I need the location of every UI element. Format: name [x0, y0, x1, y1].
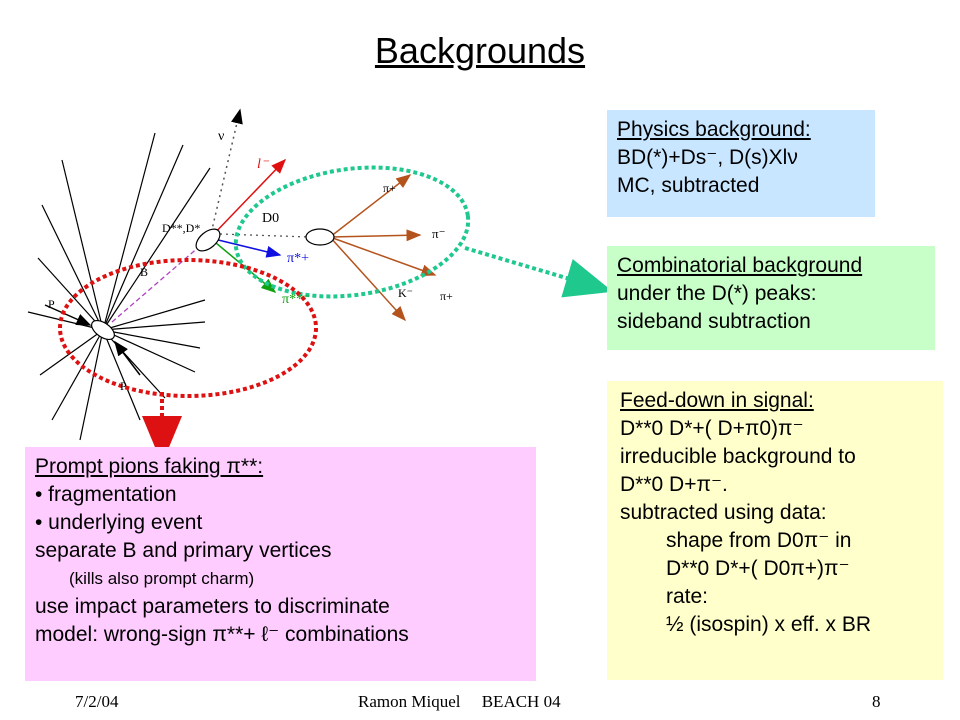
physics-line1: BD(*)+Ds⁻, D(s)Xlν — [617, 146, 798, 169]
combinatorial-background-box: Combinatorial background under the D(*) … — [607, 246, 935, 350]
label-pi-plus-top: π+ — [383, 181, 396, 195]
prompt-item2: • underlying event — [35, 511, 203, 534]
page-number: 8 — [872, 692, 881, 711]
feed-line4: subtracted using data: — [620, 501, 827, 524]
label-pi-minus: π⁻ — [432, 226, 445, 241]
combi-line2: sideband subtraction — [617, 310, 811, 333]
label-pi-plus-low: π+ — [440, 289, 453, 303]
prompt-pions-box: Prompt pions faking π**: • fragmentation… — [25, 447, 536, 681]
label-p-bot: P — [120, 379, 127, 393]
label-d0: D0 — [262, 211, 279, 226]
prompt-item3-note: (kills also prompt charm) — [69, 569, 255, 588]
prompt-item5: model: wrong-sign π**+ ℓ⁻ combinations — [35, 623, 409, 646]
label-k-minus: K⁻ — [398, 286, 413, 300]
label-p-top: P — [48, 297, 55, 311]
combi-line1: under the D(*) peaks: — [617, 282, 817, 305]
prompt-item4: use impact parameters to discriminate — [35, 595, 390, 618]
feed-line8: ½ (isospin) x eff. x BR — [666, 613, 872, 636]
slide-title: Backgrounds — [374, 30, 586, 71]
feed-line1: D**0 D*+( D+π0)π⁻ — [620, 417, 804, 440]
primary-vertex — [91, 319, 115, 341]
combinatorial-highlight-ellipse — [233, 165, 471, 299]
feed-line7: rate: — [666, 585, 709, 608]
label-b: B — [140, 265, 148, 279]
physics-heading: Physics background: — [617, 118, 811, 141]
d0-vertex — [305, 228, 335, 246]
physics-background-box: Physics background: BD(*)+Ds⁻, D(s)Xlν M… — [607, 110, 875, 217]
physics-line2: MC, subtracted — [617, 174, 760, 197]
prompt-heading: Prompt pions faking π**: — [35, 455, 264, 478]
label-d-parent: D**,D* — [162, 221, 200, 235]
feed-heading: Feed-down in signal: — [620, 389, 814, 412]
label-pi-star: π*+ — [287, 251, 309, 266]
feed-down-box: Feed-down in signal: D**0 D*+( D+π0)π⁻ i… — [607, 381, 943, 680]
label-lepton: l⁻ — [257, 157, 270, 172]
footer-author: Ramon Miquel BEACH 04 — [358, 692, 561, 711]
footer-date: 7/2/04 — [75, 692, 119, 711]
b-vertex — [195, 228, 221, 252]
prompt-highlight-ellipse — [58, 258, 318, 398]
combi-heading: Combinatorial background — [617, 254, 863, 277]
feed-line3: D**0 D+π⁻. — [620, 473, 728, 496]
prompt-item1: • fragmentation — [35, 483, 177, 506]
b-flight-line — [111, 245, 201, 323]
primary-tracks — [27, 132, 211, 441]
label-pi-ss: π**⁻ — [282, 292, 310, 307]
prompt-item3: separate B and primary vertices — [35, 539, 332, 562]
feed-line5: shape from D0π⁻ in — [666, 529, 852, 552]
feed-line6: D**0 D*+( D0π+)π⁻ — [666, 557, 850, 580]
label-nu: ν — [218, 129, 224, 144]
feed-line2: irreducible background to — [620, 445, 856, 468]
combinatorial-connector-arrow — [464, 246, 614, 298]
